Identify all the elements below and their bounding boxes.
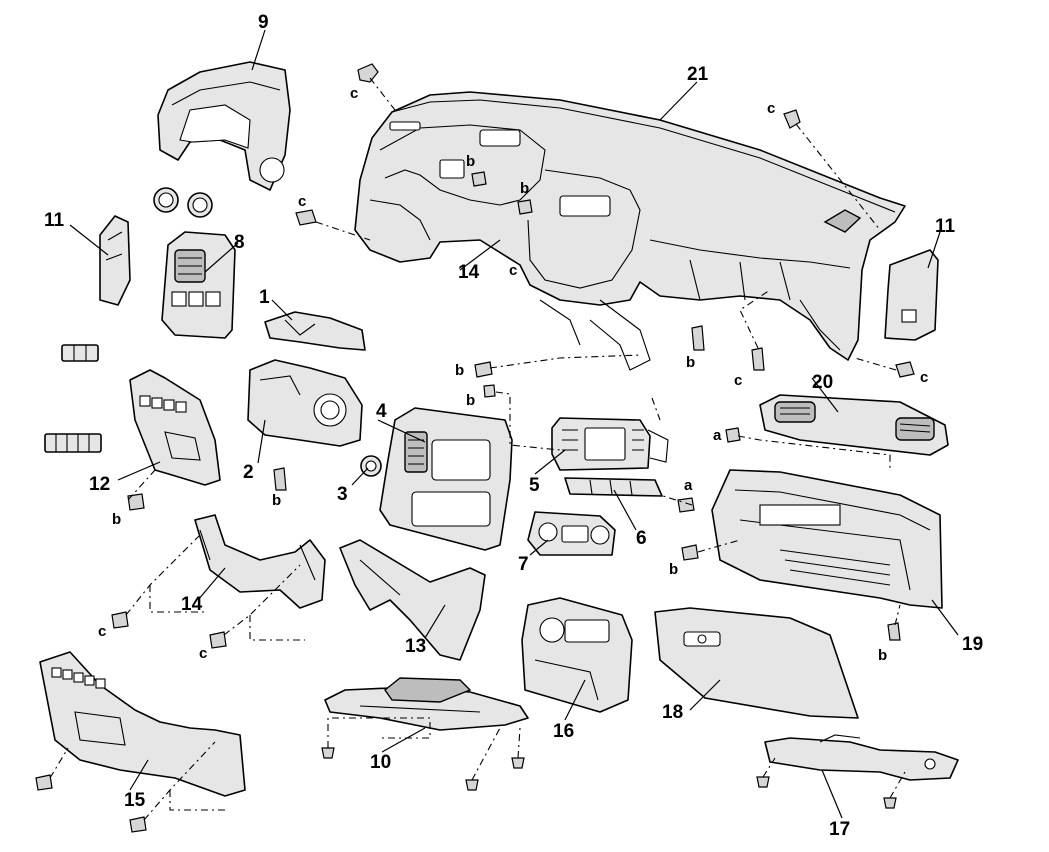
clip-17-right	[883, 797, 897, 809]
screw-c-14-right	[209, 631, 227, 649]
part-2-column-cover-lower	[247, 359, 363, 447]
letter-b: b	[272, 492, 281, 509]
part-11-left-side-cover	[99, 215, 131, 306]
callout-11-left: 11	[44, 210, 65, 231]
screw-c-right-lower	[895, 361, 915, 378]
callout-1: 1	[259, 287, 270, 308]
callout-14-lower: 14	[181, 594, 203, 615]
letter-b: b	[669, 561, 678, 578]
letter-b: b	[112, 511, 121, 528]
part-6-switch-panel	[564, 477, 663, 497]
screw-c-top-right	[783, 109, 801, 129]
callout-19: 19	[962, 634, 983, 655]
callout-21: 21	[687, 64, 709, 85]
letter-b: b	[686, 354, 695, 371]
letter-a: a	[684, 477, 693, 494]
letter-c: c	[734, 372, 742, 389]
part-13-knee-panel	[339, 539, 486, 661]
part-4-center-panel	[379, 407, 513, 551]
screw-b-mid	[474, 361, 493, 378]
callout-6: 6	[636, 528, 647, 549]
callout-numbers: 9 21 11 11 8 1 14 4 20 2 3 12 5 6 7 14 1…	[44, 12, 983, 840]
clip-10-left	[321, 747, 335, 759]
part-3-ignition-ring	[360, 455, 382, 477]
clip-10-mid	[465, 779, 479, 791]
screw-b-bracket	[691, 325, 705, 351]
screw-a-6	[677, 497, 695, 513]
screw-b-19-bottom	[887, 622, 901, 641]
letter-a: a	[713, 427, 722, 444]
part-16-console-box	[521, 597, 633, 713]
letter-c: c	[298, 193, 306, 210]
part-19-glove-box-housing	[711, 469, 943, 609]
callout-12: 12	[89, 474, 110, 495]
leader-lines	[69, 29, 959, 819]
callout-20: 20	[812, 372, 833, 393]
letter-c: c	[98, 623, 106, 640]
callout-7: 7	[518, 554, 529, 575]
part-14-lower-bracket	[194, 514, 326, 609]
part-18-glove-box-lid	[654, 607, 859, 719]
fastener-letters: c c c b b c b b c c b a a b b b c c b	[98, 85, 928, 664]
letter-b: b	[466, 392, 475, 409]
letter-b: b	[520, 180, 529, 197]
callout-17: 17	[829, 819, 850, 840]
callout-18: 18	[662, 702, 683, 723]
callout-11-right: 11	[935, 216, 956, 237]
letter-c: c	[350, 85, 358, 102]
letter-c: c	[767, 100, 775, 117]
callout-9: 9	[258, 12, 269, 33]
callout-15: 15	[124, 790, 146, 811]
letter-b: b	[455, 362, 464, 379]
callout-8: 8	[234, 232, 245, 253]
assembly-lines	[49, 77, 906, 821]
fasteners	[35, 63, 915, 833]
part-7-ac-control	[527, 511, 616, 556]
screw-c-top-left	[357, 63, 379, 83]
screw-c-left-panel	[295, 209, 317, 226]
callout-10: 10	[370, 752, 391, 773]
letter-c: c	[199, 645, 207, 662]
screw-c-bracket	[751, 347, 765, 371]
part-15-lower-cover	[39, 651, 246, 797]
letter-c: c	[509, 262, 517, 279]
part-1-column-cover-upper	[264, 311, 366, 351]
part-17-bracket	[764, 734, 959, 781]
callout-2: 2	[243, 462, 254, 483]
screw-b-dash-2	[517, 199, 533, 215]
part-12-lower-panel	[129, 369, 221, 486]
part-11-right-side-cover	[884, 249, 939, 341]
part-9-meter-hood	[157, 61, 291, 191]
screw-b-2	[273, 467, 287, 491]
callout-4: 4	[376, 401, 387, 422]
letter-b: b	[466, 153, 475, 170]
callout-16: 16	[553, 721, 574, 742]
part-21-instrument-panel	[354, 91, 906, 371]
screw-a-20	[725, 427, 741, 443]
callout-14-upper: 14	[458, 262, 480, 283]
callout-5: 5	[529, 475, 540, 496]
clip-17-left	[756, 776, 770, 788]
switch-blocks	[44, 344, 102, 453]
screw-15-bottom	[129, 816, 147, 833]
part-8-air-outlet-panel	[161, 231, 236, 339]
clip-10-right	[511, 757, 525, 769]
part-20-air-outlet	[759, 394, 949, 456]
screw-b-5	[483, 384, 496, 398]
screw-b-dash-1	[471, 171, 487, 187]
screw-b-12	[127, 493, 145, 511]
switch-knobs	[153, 187, 213, 218]
part-5-audio-unit	[551, 417, 669, 471]
callout-3: 3	[337, 484, 348, 505]
letter-c: c	[920, 369, 928, 386]
part-10-bracket-plate	[324, 677, 529, 731]
callout-13: 13	[405, 636, 426, 657]
letter-b: b	[878, 647, 887, 664]
screw-b-19	[681, 544, 699, 561]
screw-15-left	[35, 774, 53, 791]
screw-c-14-left	[111, 611, 129, 629]
